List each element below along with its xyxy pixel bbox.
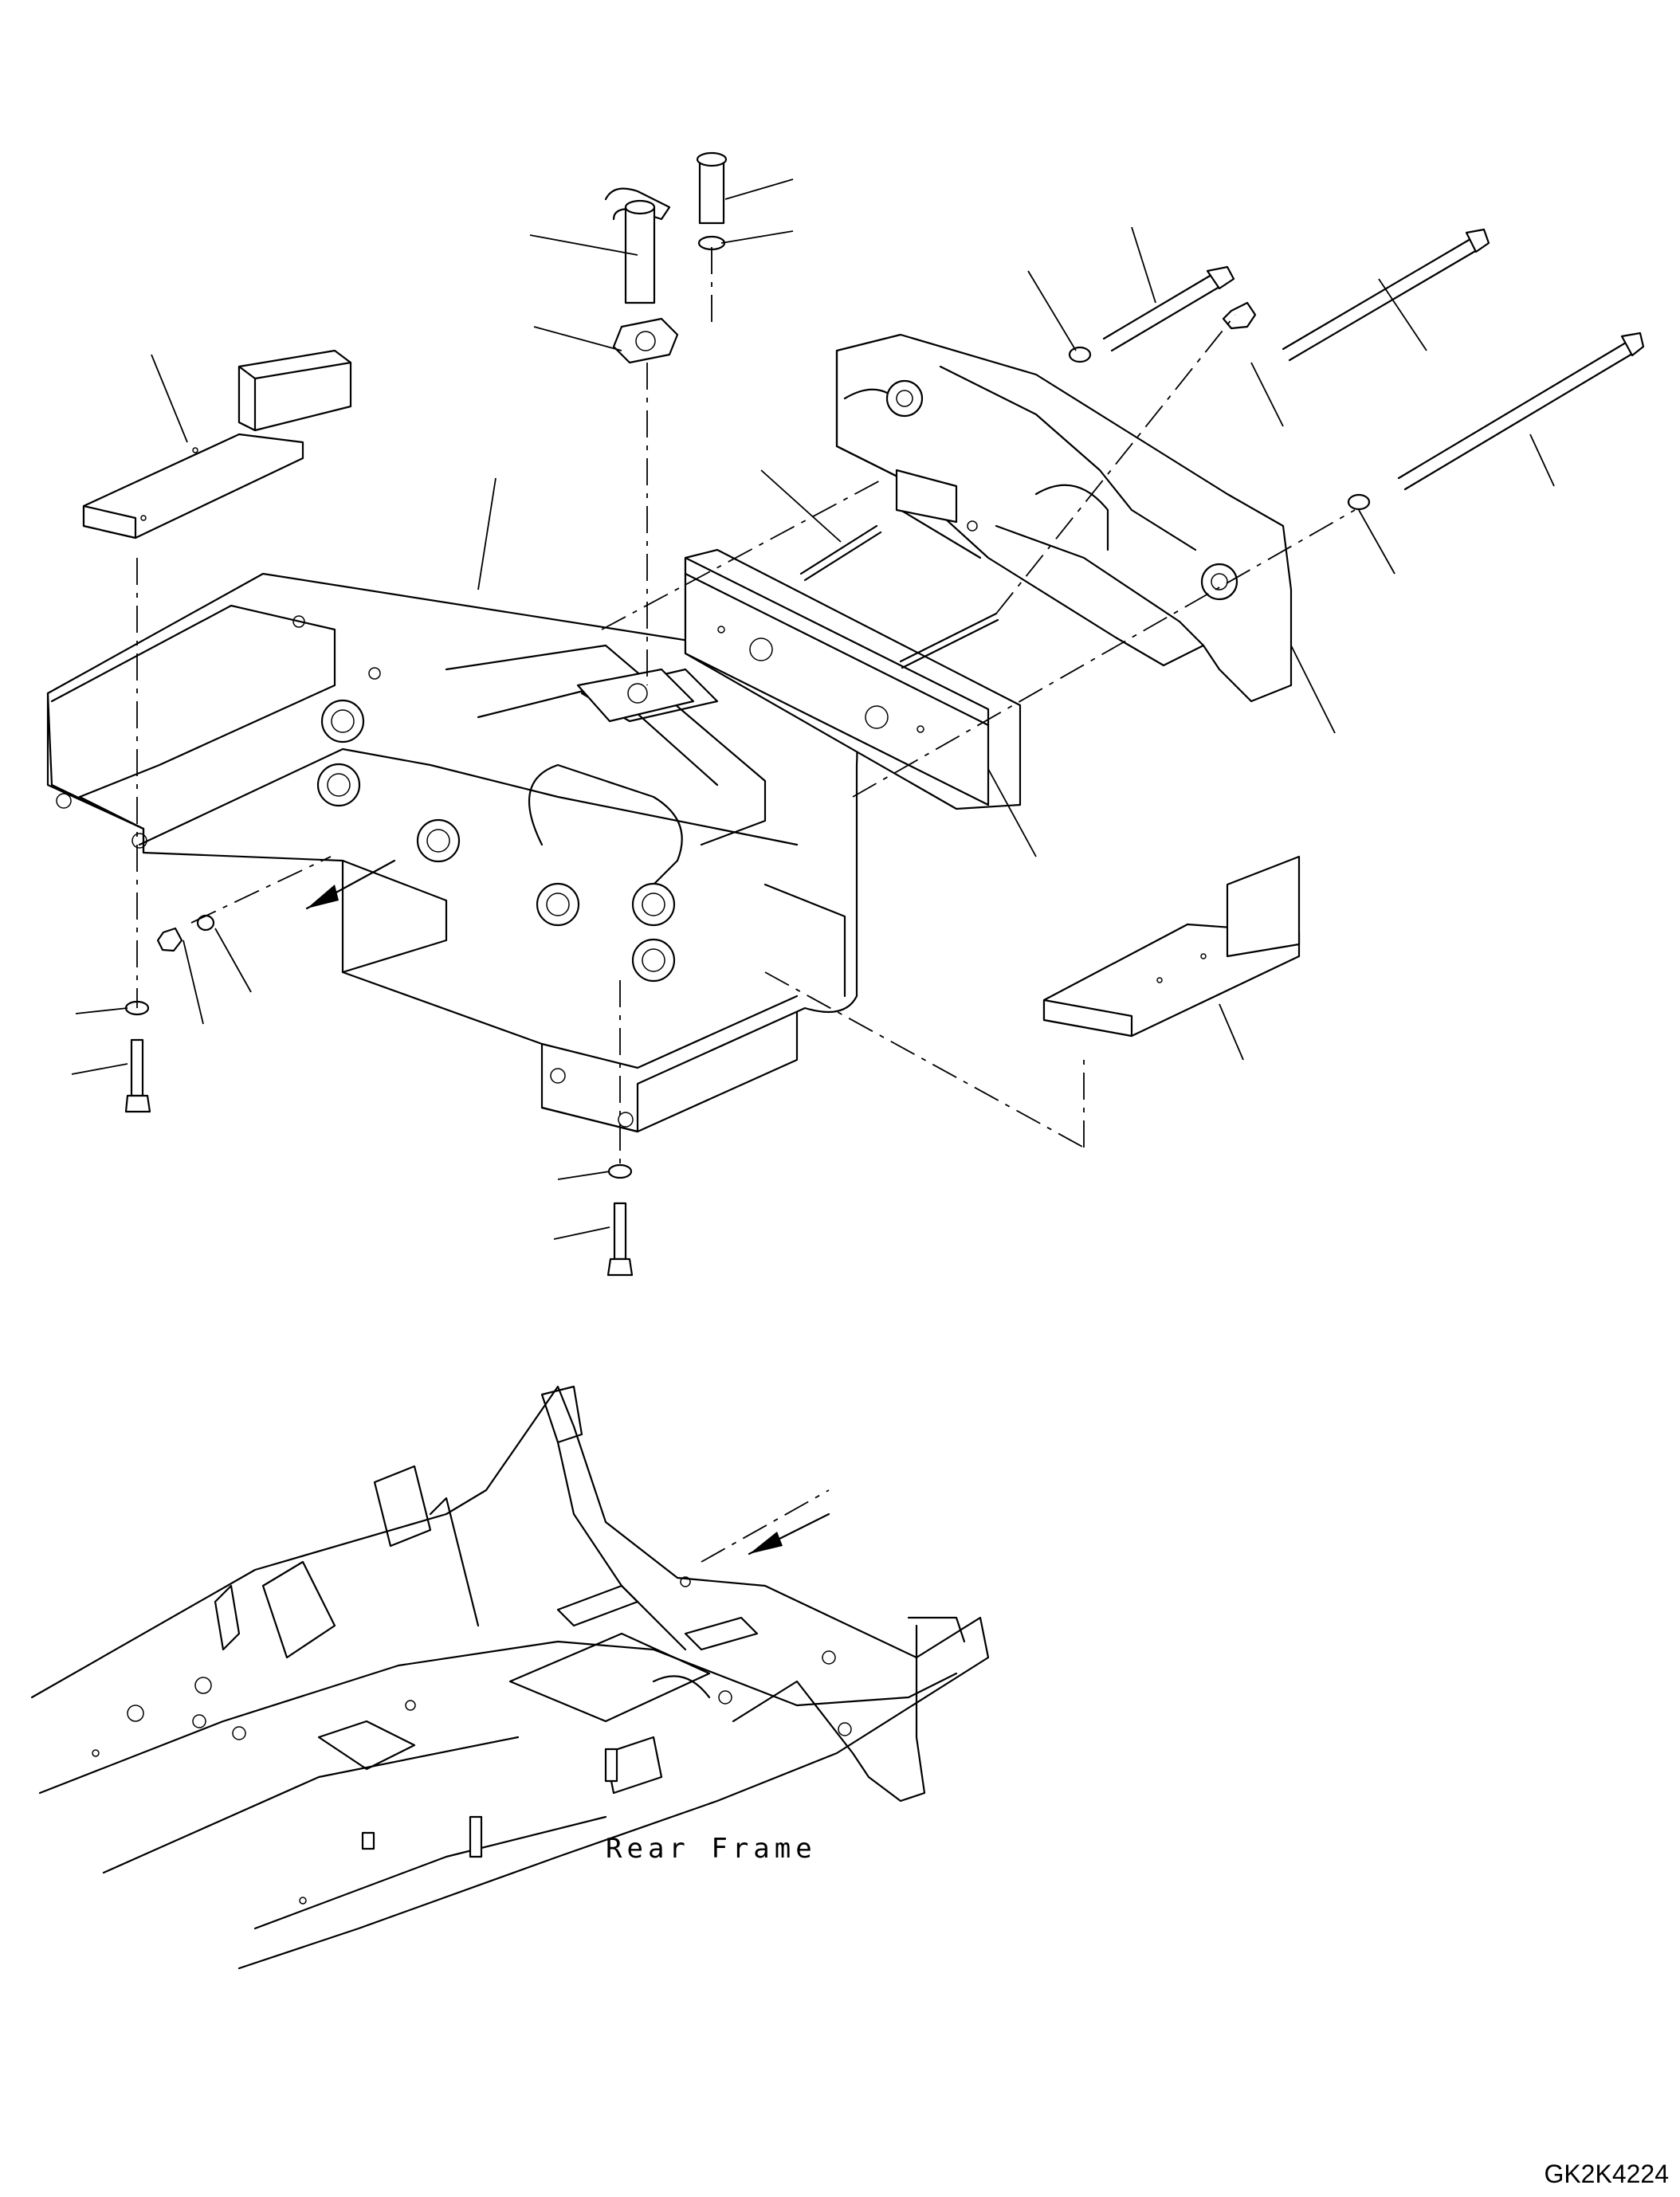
long-bolts — [899, 228, 1645, 669]
right-filler-plate — [1042, 855, 1301, 1038]
assembly-center-lines — [136, 247, 1356, 1563]
drawing-code: GK2K4224 — [1544, 2160, 1669, 2188]
left-filler-plate — [82, 349, 352, 539]
direction-arrows — [305, 859, 830, 1556]
side-weight-block — [684, 548, 1022, 810]
nut-icon — [1222, 301, 1257, 330]
right-counterweight-casting — [835, 333, 1293, 703]
rear-frame — [30, 1385, 990, 1970]
leader-lines — [71, 179, 1555, 1240]
rear-frame-caption: Rear Frame — [606, 1833, 817, 1865]
counterweight-body — [46, 572, 858, 1133]
top-pin-assembly — [604, 151, 882, 582]
